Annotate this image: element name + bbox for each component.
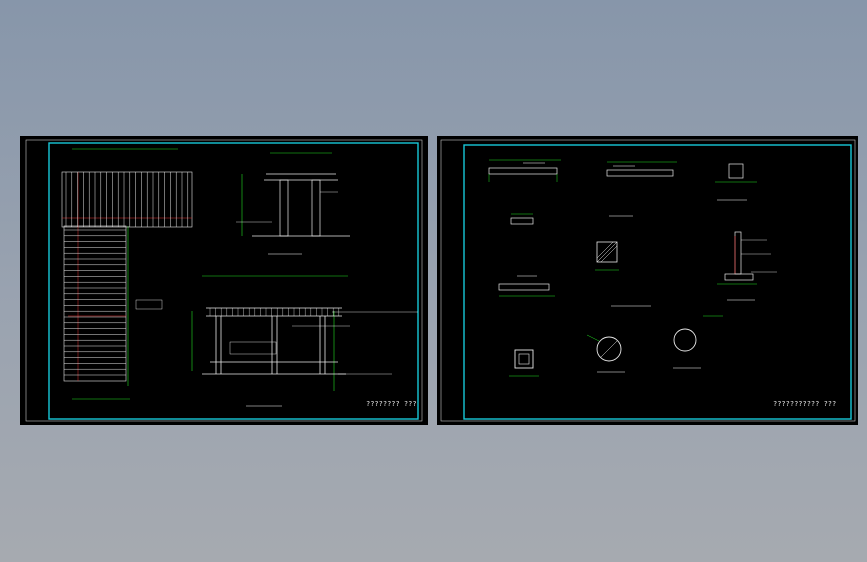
outer-border	[25, 139, 423, 422]
drawing-sheet-right[interactable]: ??????????? ???	[437, 136, 858, 425]
round-pipe-section	[586, 305, 651, 373]
title-block-text: ???????? ???	[366, 400, 417, 408]
hatched-block-section	[595, 215, 633, 271]
right-sheet-drawing: ??????????? ???	[440, 139, 856, 422]
post-cap-detail	[715, 163, 757, 201]
footing-detail	[717, 231, 777, 301]
left-sheet-drawing: ???????? ???	[25, 139, 423, 422]
inner-border	[48, 142, 419, 420]
bracket-detail	[510, 213, 534, 225]
pergola-plan-view	[61, 148, 193, 400]
pergola-side-elevation	[236, 152, 350, 237]
square-tube-section	[509, 349, 539, 377]
title-block-text: ??????????? ???	[773, 400, 836, 408]
long-beam-detail	[498, 275, 555, 297]
offset-pipe-section	[673, 315, 723, 369]
beam-detail-2	[606, 161, 677, 177]
plan-view-label	[135, 299, 163, 310]
beam-detail-1	[488, 159, 561, 182]
outer-border	[440, 139, 856, 422]
inner-border	[463, 144, 852, 420]
pergola-front-elevation	[191, 275, 418, 391]
drawing-sheet-left[interactable]: ???????? ???	[20, 136, 428, 425]
